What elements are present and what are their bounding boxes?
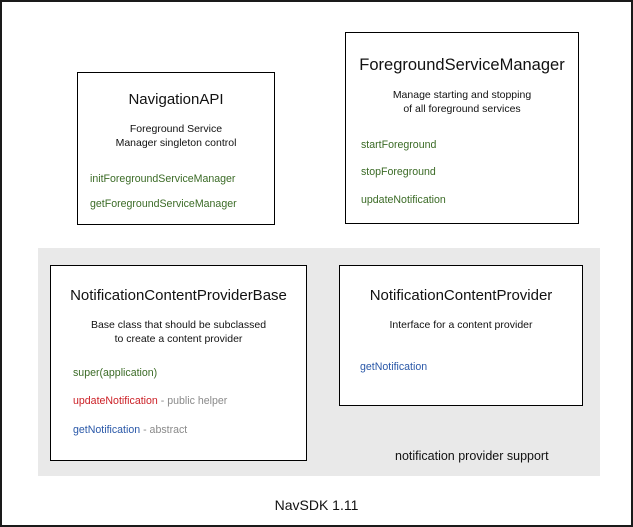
class-description-line: to create a content provider: [114, 332, 243, 345]
member-item[interactable]: updateNotification: [361, 194, 578, 207]
class-description-line: Foreground Service: [129, 123, 223, 135]
member-item[interactable]: getForegroundServiceManager: [90, 198, 274, 211]
member-name: getForegroundServiceManager: [90, 198, 237, 211]
member-note: - abstract: [140, 424, 188, 437]
member-name: startForeground: [361, 138, 437, 151]
member-list: super(application) updateNotification - …: [51, 367, 306, 437]
member-list: getNotification: [340, 361, 582, 374]
member-list: startForeground stopForeground updateNot…: [346, 139, 578, 207]
class-box-notification-content-provider-base[interactable]: NotificationContentProviderBase Base cla…: [50, 265, 307, 461]
class-description: Interface for a content provider: [340, 319, 582, 333]
class-description-line: of all foreground services: [403, 102, 521, 115]
class-title: ForegroundServiceManager: [359, 56, 565, 74]
member-item[interactable]: super(application): [73, 367, 306, 380]
member-name: updateNotification: [361, 194, 446, 207]
member-name: super(application): [73, 366, 158, 379]
footer-version-label: NavSDK 1.11: [274, 497, 359, 513]
member-name: initForegroundServiceManager: [90, 172, 236, 185]
member-note: - public helper: [157, 395, 228, 408]
class-description-line: Interface for a content provider: [389, 319, 533, 331]
class-description: Manage starting and stopping of all fore…: [346, 89, 578, 117]
class-title: NavigationAPI: [128, 91, 224, 108]
class-box-notification-content-provider[interactable]: NotificationContentProvider Interface fo…: [339, 265, 583, 406]
class-title: NotificationContentProvider: [369, 287, 553, 304]
member-name: getNotification: [73, 424, 141, 437]
member-item[interactable]: updateNotification - public helper: [73, 395, 306, 408]
class-description-line: Base class that should be subclassed: [90, 319, 267, 331]
member-name: getNotification: [360, 360, 428, 373]
member-item[interactable]: startForeground: [361, 139, 578, 152]
member-item[interactable]: getNotification - abstract: [73, 424, 306, 437]
member-name: stopForeground: [361, 166, 436, 179]
class-description: Foreground Service Manager singleton con…: [78, 123, 274, 151]
class-box-navigation-api[interactable]: NavigationAPI Foreground Service Manager…: [77, 72, 275, 225]
class-description-line: Manage starting and stopping: [392, 89, 532, 101]
class-title: NotificationContentProviderBase: [70, 287, 287, 304]
member-item[interactable]: getNotification: [360, 361, 582, 374]
class-description: Base class that should be subclassed to …: [51, 319, 306, 347]
member-list: initForegroundServiceManager getForegrou…: [78, 173, 274, 211]
class-description-line: Manager singleton control: [115, 136, 237, 149]
class-box-foreground-service-manager[interactable]: ForegroundServiceManager Manage starting…: [345, 32, 579, 224]
member-item[interactable]: stopForeground: [361, 166, 578, 179]
group-panel-label: notification provider support: [395, 449, 549, 463]
member-item[interactable]: initForegroundServiceManager: [90, 173, 274, 186]
member-name: updateNotification: [73, 395, 158, 408]
